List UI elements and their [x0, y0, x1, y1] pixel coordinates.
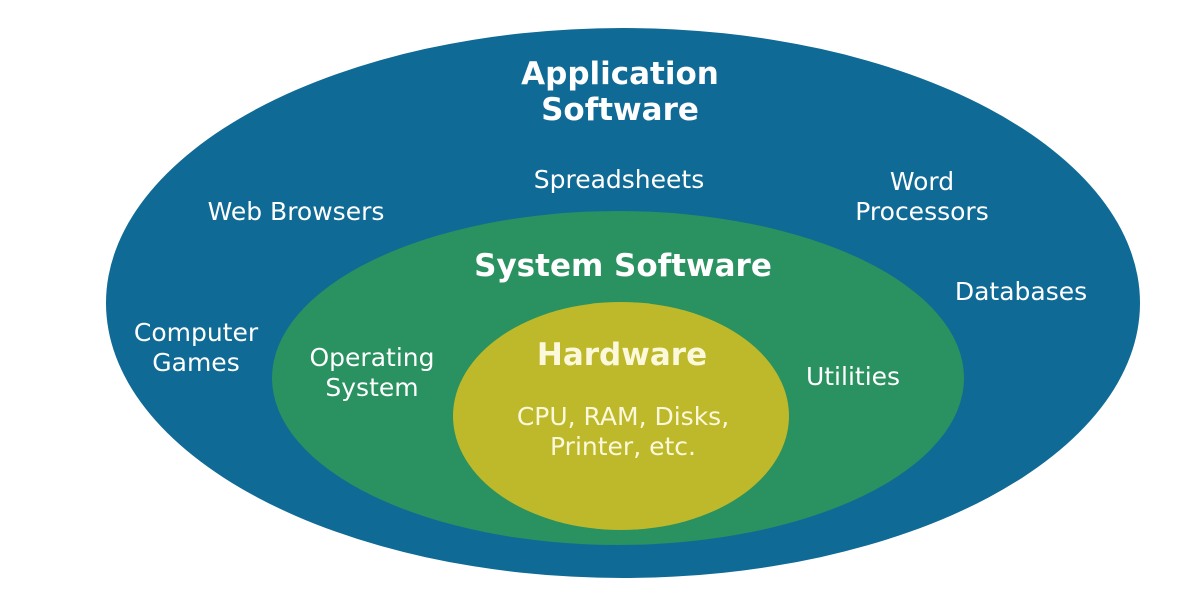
system-title: System Software — [474, 248, 772, 284]
label-spreadsheets: Spreadsheets — [533, 165, 705, 194]
hardware-layer — [453, 302, 789, 530]
label-web-browsers: Web Browsers — [207, 197, 385, 226]
hardware-examples: CPU, RAM, Disks,Printer, etc. — [516, 402, 730, 461]
label-databases: Databases — [954, 277, 1088, 306]
label-utilities: Utilities — [805, 362, 901, 391]
hardware-title: Hardware — [536, 337, 708, 373]
